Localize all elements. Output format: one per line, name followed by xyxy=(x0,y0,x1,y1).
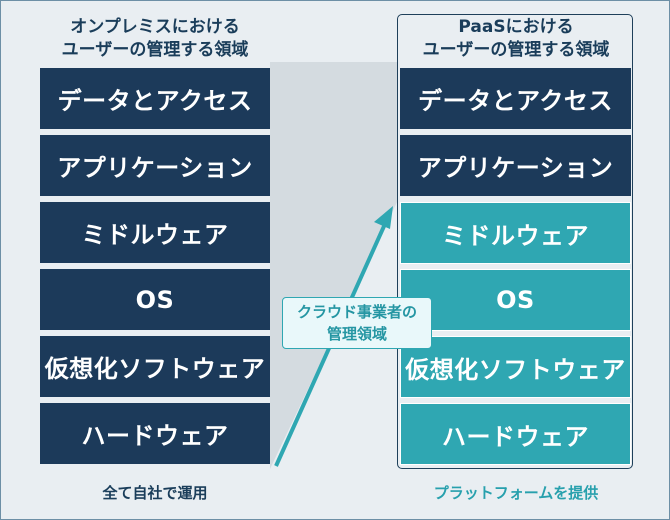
paas-layer-application: アプリケーション xyxy=(400,135,631,196)
onpremise-header: オンプレミスにおける ユーザーの管理する領域 xyxy=(40,16,270,62)
paas-header-line1: PaaSにおける xyxy=(458,17,574,37)
arrow-head-icon xyxy=(374,206,393,229)
onpremise-header-line2: ユーザーの管理する領域 xyxy=(61,40,249,60)
onpremise-layer-hardware: ハードウェア xyxy=(40,403,270,464)
paas-layer-data-access: データとアクセス xyxy=(400,68,631,129)
provider-label-line2: 管理領域 xyxy=(326,325,387,343)
onpremise-layer-data-access: データとアクセス xyxy=(40,68,270,129)
onpremise-layer-virtualization: 仮想化ソフトウェア xyxy=(40,336,270,397)
paas-layer-os: OS xyxy=(400,269,631,331)
onpremise-layer-os: OS xyxy=(40,269,270,330)
paas-layer-virtualization: 仮想化ソフトウェア xyxy=(400,336,631,398)
onpremise-layer-application: アプリケーション xyxy=(40,135,270,196)
paas-caption: プラットフォームを提供 xyxy=(433,484,599,502)
paas-header-line2: ユーザーの管理する領域 xyxy=(422,40,610,60)
provider-managed-label: クラウド事業者の 管理領域 xyxy=(282,297,432,349)
paas-header: PaaSにおける ユーザーの管理する領域 xyxy=(398,16,634,62)
onpremise-layer-middleware: ミドルウェア xyxy=(40,202,270,263)
paas-layer-middleware: ミドルウェア xyxy=(400,202,631,264)
onpremise-header-line1: オンプレミスにおける xyxy=(70,17,240,37)
paas-outline xyxy=(397,14,633,469)
paas-layer-hardware: ハードウェア xyxy=(400,403,631,465)
provider-label-line1: クラウド事業者の xyxy=(296,303,417,321)
onpremise-caption: 全て自社で運用 xyxy=(102,484,208,502)
